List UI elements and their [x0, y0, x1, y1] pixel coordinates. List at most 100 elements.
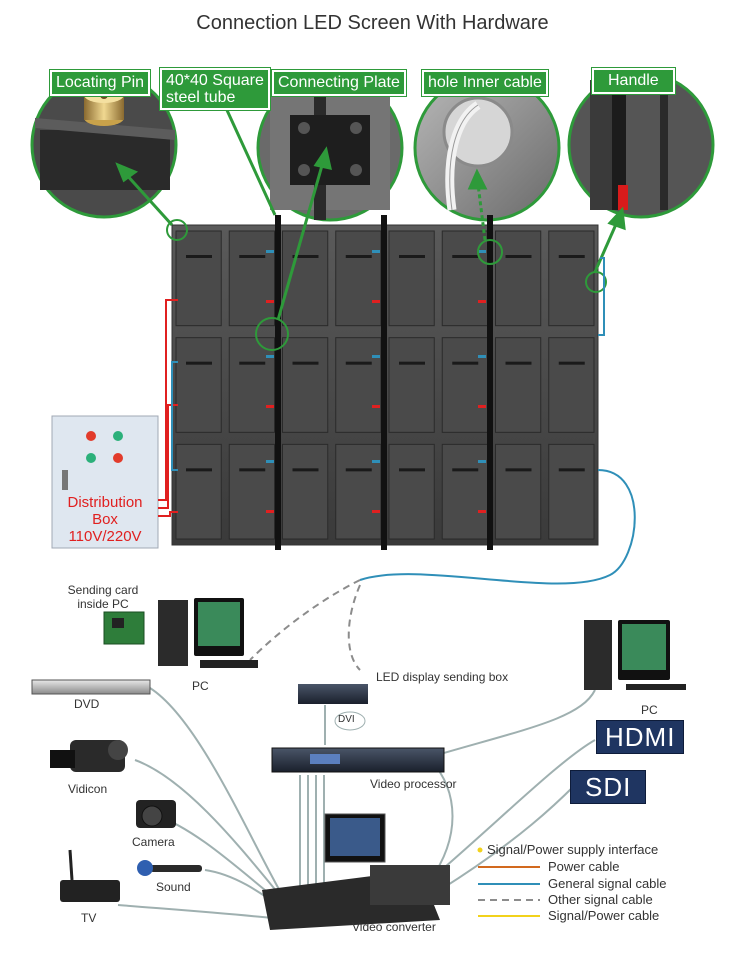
led-cabinet — [282, 443, 329, 540]
cabinet-slot — [399, 361, 425, 365]
cabinet-slot — [292, 255, 319, 258]
microphone-icon — [137, 860, 202, 876]
pc-left-icon — [158, 598, 258, 668]
led-cabinet — [441, 337, 488, 433]
cabinet-slot — [452, 468, 479, 472]
sound-label: Sound — [156, 880, 191, 894]
callout-arrows — [115, 107, 626, 321]
sending-card-line1: Sending card — [67, 583, 139, 597]
led-cabinet — [495, 443, 542, 540]
led-cabinet — [335, 337, 382, 433]
video-processor-icon — [271, 747, 445, 773]
led-cabinet — [441, 443, 488, 540]
distribution-box — [51, 415, 159, 549]
hdmi-badge: HDMI — [596, 720, 685, 754]
callout-hole-inner-cable: hole Inner cable — [422, 70, 548, 96]
led-cabinet — [495, 230, 542, 327]
callout-steel-tube: 40*40 Square steel tube — [160, 68, 270, 110]
connector-marker — [372, 510, 380, 513]
cabinet-slot — [505, 361, 532, 365]
callout-steel-tube-line2: steel tube — [166, 89, 236, 106]
connector-marker — [478, 510, 486, 513]
connector-marker — [266, 300, 274, 303]
connector-marker — [478, 460, 486, 463]
video-converter-label: Video converter — [352, 920, 436, 934]
sdi-badge: SDI — [570, 770, 647, 804]
led-cabinet — [175, 443, 222, 540]
video-converter-icon — [262, 813, 450, 930]
led-cabinet — [388, 337, 435, 433]
led-cabinet — [388, 230, 435, 327]
cabinet-slot — [292, 361, 319, 365]
led-cabinet — [335, 230, 382, 327]
video-processor-label: Video processor — [370, 777, 457, 791]
connector-marker — [478, 355, 486, 358]
pc-right-label: PC — [641, 703, 658, 717]
cabinet-slot — [186, 468, 212, 472]
cabinet-slot — [345, 255, 372, 258]
legend-other-signal-cable: Other signal cable — [548, 892, 653, 907]
led-cabinet — [548, 337, 595, 433]
target-marker — [477, 239, 503, 265]
camera-label: Camera — [132, 835, 175, 849]
connector-marker — [478, 250, 486, 253]
cabinet-slot — [505, 255, 532, 258]
distribution-box-line3: 110V/220V — [68, 528, 142, 545]
led-sending-box-label: LED display sending box — [376, 670, 509, 684]
connector-marker — [372, 355, 380, 358]
cabinet-slot — [558, 255, 585, 258]
cabinet-slot — [505, 468, 532, 472]
led-cabinet — [388, 443, 435, 540]
sending-card-label: Sending card inside PC — [58, 583, 148, 611]
cabinet-slot — [239, 361, 266, 365]
page-title: Connection LED Screen With Hardware — [196, 12, 549, 34]
signal-cables — [171, 257, 636, 585]
vidicon-label: Vidicon — [68, 782, 108, 796]
legend-signal-power-cable: Signal/Power cable — [548, 908, 660, 923]
cabinet-slot — [558, 361, 585, 365]
connector-marker — [266, 250, 274, 253]
cabinet-slot — [239, 255, 266, 258]
cabinet-slot — [452, 361, 479, 365]
target-marker — [166, 219, 188, 241]
connector-marker — [266, 355, 274, 358]
cabinet-slot — [452, 255, 479, 258]
distribution-box-line2: Box — [92, 511, 118, 528]
led-cabinet — [228, 230, 275, 327]
cabinet-slot — [345, 361, 372, 365]
distribution-box-label: Distribution Box 110V/220V — [52, 494, 158, 545]
zoom-connecting-plate — [256, 74, 404, 222]
callout-locating-pin: Locating Pin — [50, 70, 151, 96]
steel-tube — [275, 215, 281, 550]
led-cabinet — [335, 443, 382, 540]
legend-general-signal-cable: General signal cable — [548, 876, 667, 891]
zoom-inner-cable — [413, 74, 561, 222]
pc-left-label: PC — [192, 679, 209, 693]
connector-marker — [266, 460, 274, 463]
led-cabinet — [228, 337, 275, 433]
zoom-handle — [567, 71, 715, 219]
pc-right-icon — [584, 620, 686, 690]
legend-graphics — [477, 847, 540, 917]
connector-marker — [478, 405, 486, 408]
cabinet-slot — [399, 468, 425, 472]
tv-router-icon — [60, 849, 120, 902]
cabinet-slot — [292, 468, 319, 472]
vidicon-icon — [50, 740, 128, 772]
sending-card-icon — [103, 611, 145, 645]
connector-marker — [266, 405, 274, 408]
cabinet-slot — [558, 468, 585, 472]
cabinet-slot — [186, 361, 212, 365]
callout-steel-tube-line1: 40*40 Square — [166, 72, 264, 89]
camera-icon — [136, 800, 176, 828]
connector-marker — [372, 300, 380, 303]
callout-handle: Handle — [592, 68, 675, 94]
legend-signal-power-interface: Signal/Power supply interface — [487, 842, 659, 857]
other-signal-cables — [249, 579, 361, 671]
cabinet-slot — [345, 468, 372, 472]
callout-connecting-plate: Connecting Plate — [272, 70, 406, 96]
led-cabinet — [228, 443, 275, 540]
distribution-box-line1: Distribution — [67, 494, 143, 511]
connector-marker — [372, 460, 380, 463]
